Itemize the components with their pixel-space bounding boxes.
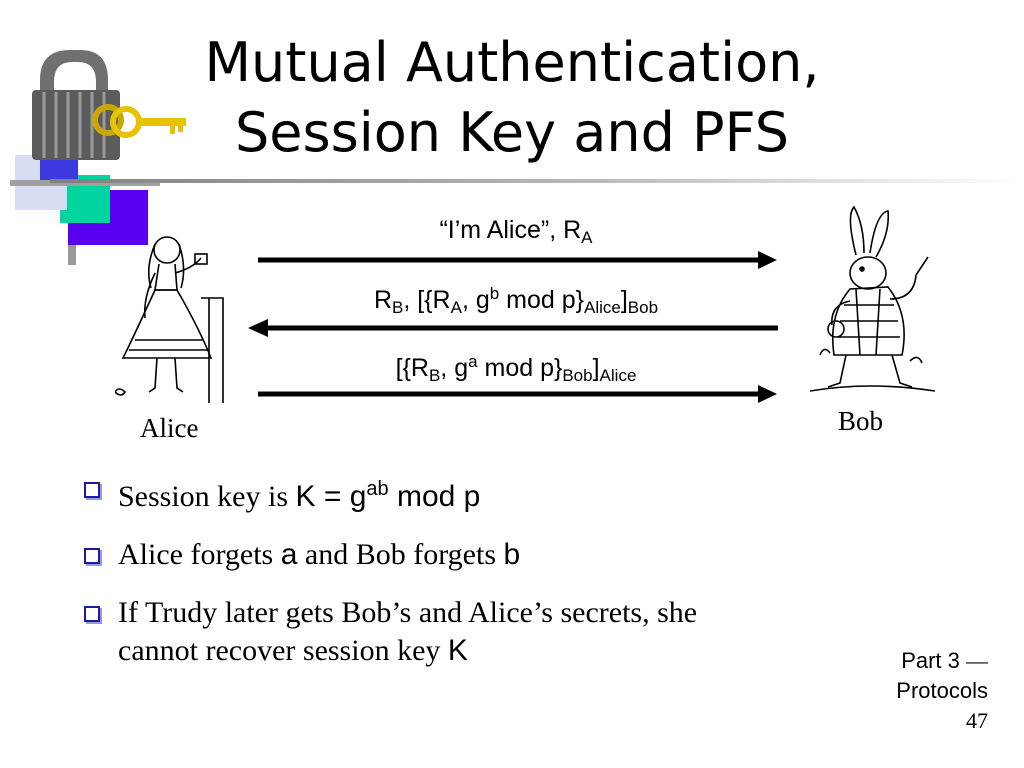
- bullet-square-icon: [84, 548, 100, 564]
- white-rabbit-illustration: [810, 205, 935, 392]
- bullet-session-key: Session key is K = gab mod p: [84, 470, 944, 516]
- bullet-list: Session key is K = gab mod p Alice forge…: [84, 470, 944, 690]
- bullet-square-icon: [84, 606, 100, 622]
- bullet-forget: Alice forgets a and Bob forgets b: [84, 536, 944, 574]
- title-divider: [50, 179, 1024, 183]
- arrow-alice-to-bob-2: [258, 385, 777, 403]
- footer-dash: —: [966, 648, 988, 673]
- arrow-alice-to-bob-1: [258, 251, 777, 269]
- footer-part: Part 3: [901, 648, 966, 673]
- message-3-label: [{RB, ga mod p}Bob]Alice: [395, 352, 637, 385]
- alice-name: Alice: [140, 413, 199, 443]
- page-number: 47: [966, 708, 988, 733]
- bullet-trudy: If Trudy later gets Bob’s and Alice’s se…: [84, 594, 944, 670]
- slide-title: Mutual Authentication, Session Key and P…: [140, 28, 884, 168]
- title-line-2: Session Key and PFS: [235, 101, 789, 164]
- message-arrows: [248, 251, 778, 403]
- arrow-bob-to-alice: [248, 319, 778, 337]
- message-1-label: “I’m Alice”, RA: [439, 216, 593, 247]
- alice-illustration: [115, 236, 224, 403]
- message-2-label: RB, [{RA, gb mod p}Alice]Bob: [373, 284, 659, 317]
- bullet-square-icon: [84, 482, 100, 498]
- title-line-1: Mutual Authentication,: [204, 31, 820, 94]
- padlock-keys-logo: [10, 50, 186, 265]
- slide-footer: Part 3 — Protocols 47: [896, 646, 988, 736]
- footer-section: Protocols: [896, 678, 988, 703]
- bob-name: Bob: [838, 406, 884, 436]
